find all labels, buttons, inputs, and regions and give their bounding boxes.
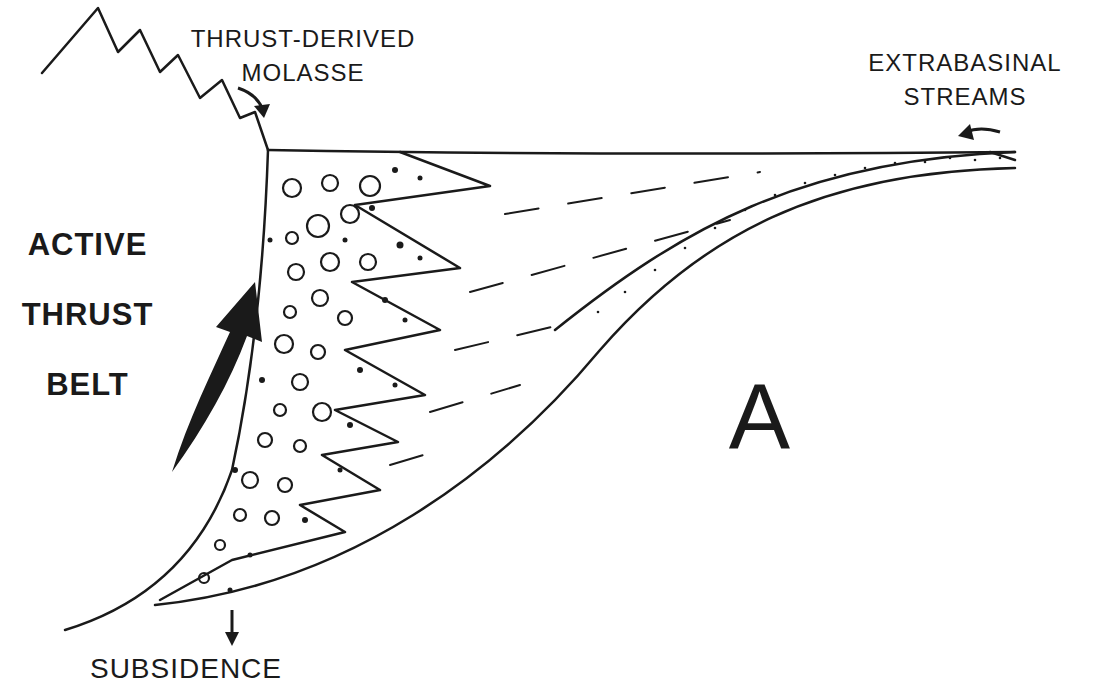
label-text: SUBSIDENCE <box>66 652 306 686</box>
basin-floor <box>155 168 1015 605</box>
supply-arrows <box>232 88 1000 636</box>
label-text: EXTRABASINAL STREAMS <box>838 46 1092 114</box>
bedding-dashes <box>390 172 760 465</box>
molasse-interfingering <box>160 152 490 600</box>
sand-band-edge <box>555 152 1015 330</box>
label-text: ACTIVE THRUST BELT <box>10 210 165 420</box>
conglomerate-matrix-dots <box>228 167 423 593</box>
label-text: THRUST-DERIVED MOLASSE <box>168 22 438 90</box>
sand-band-edge <box>990 152 1015 160</box>
arrow-heads <box>225 104 974 646</box>
thrust-motion-arrow <box>172 282 262 472</box>
basin-top-surface <box>268 150 1015 154</box>
label-text: A <box>695 362 825 472</box>
sand-stipple <box>597 157 1002 314</box>
